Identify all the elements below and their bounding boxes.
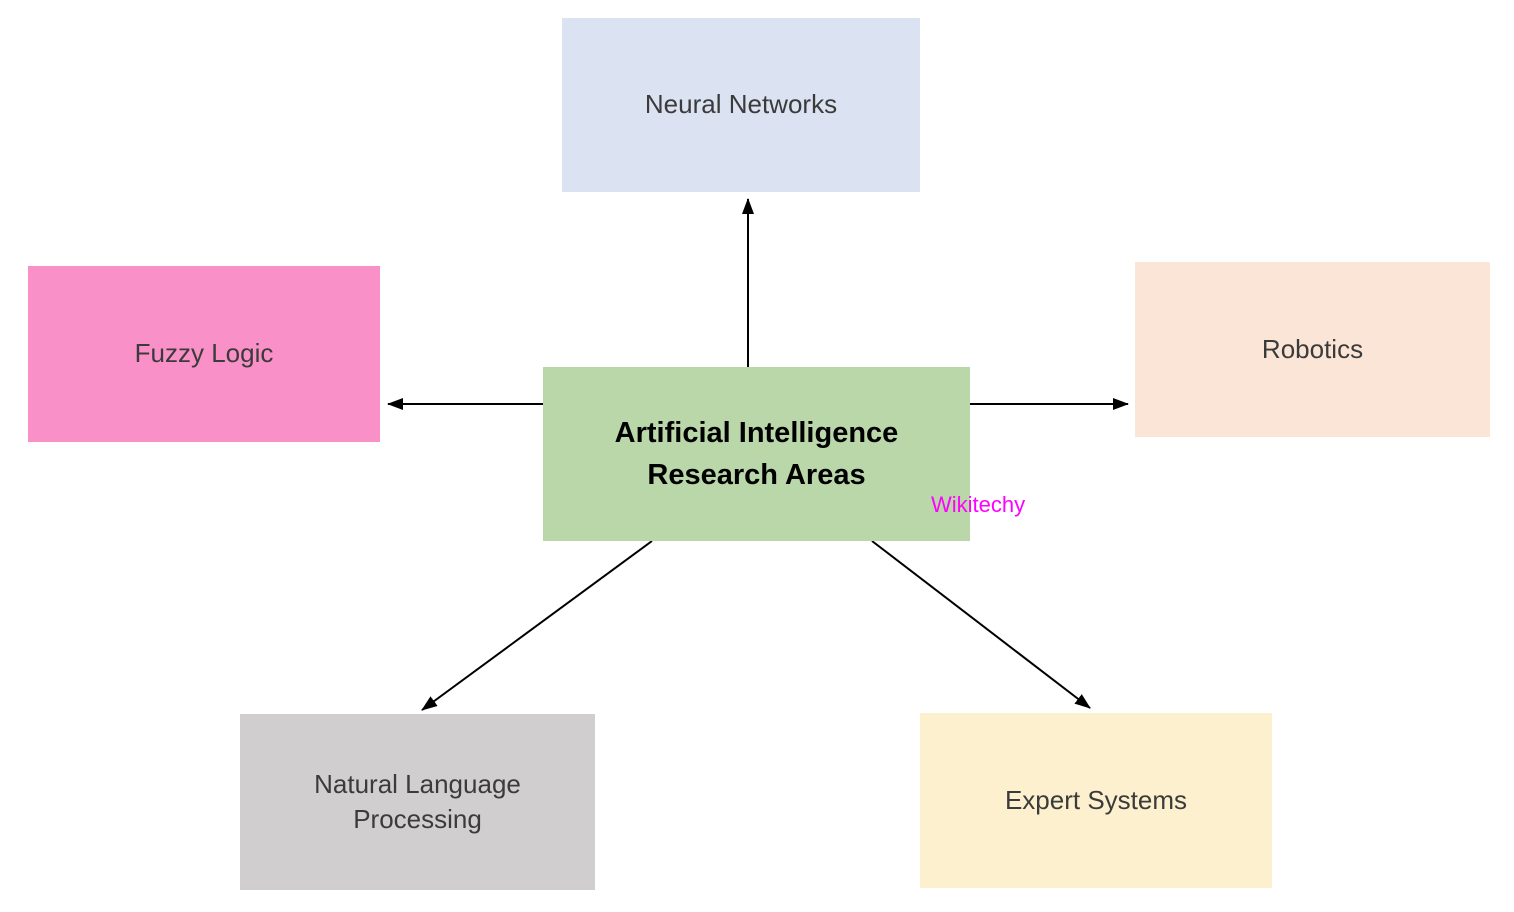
node-natural-language-processing-label: Natural Language Processing <box>314 768 521 834</box>
node-expert-systems: Expert Systems <box>920 713 1272 888</box>
node-robotics-label: Robotics <box>1261 333 1364 364</box>
arrow-to-natural-language-processing <box>421 540 653 711</box>
node-neural-networks-label: Neural Networks <box>644 89 838 120</box>
node-robotics: Robotics <box>1135 262 1490 437</box>
watermark-text: Wikitechy <box>931 492 1026 517</box>
node-natural-language-processing: Natural Language Processing <box>240 714 595 890</box>
node-fuzzy-logic: Fuzzy Logic <box>28 266 380 442</box>
node-expert-systems-label: Expert Systems <box>1004 784 1188 815</box>
diagram-title: Artificial Intelligence Research Areas <box>614 416 899 491</box>
node-neural-networks: Neural Networks <box>562 18 920 192</box>
node-fuzzy-logic-label: Fuzzy Logic <box>134 338 274 369</box>
node-center-title: Artificial Intelligence Research Areas <box>543 367 970 541</box>
arrow-to-expert-systems <box>871 540 1091 709</box>
